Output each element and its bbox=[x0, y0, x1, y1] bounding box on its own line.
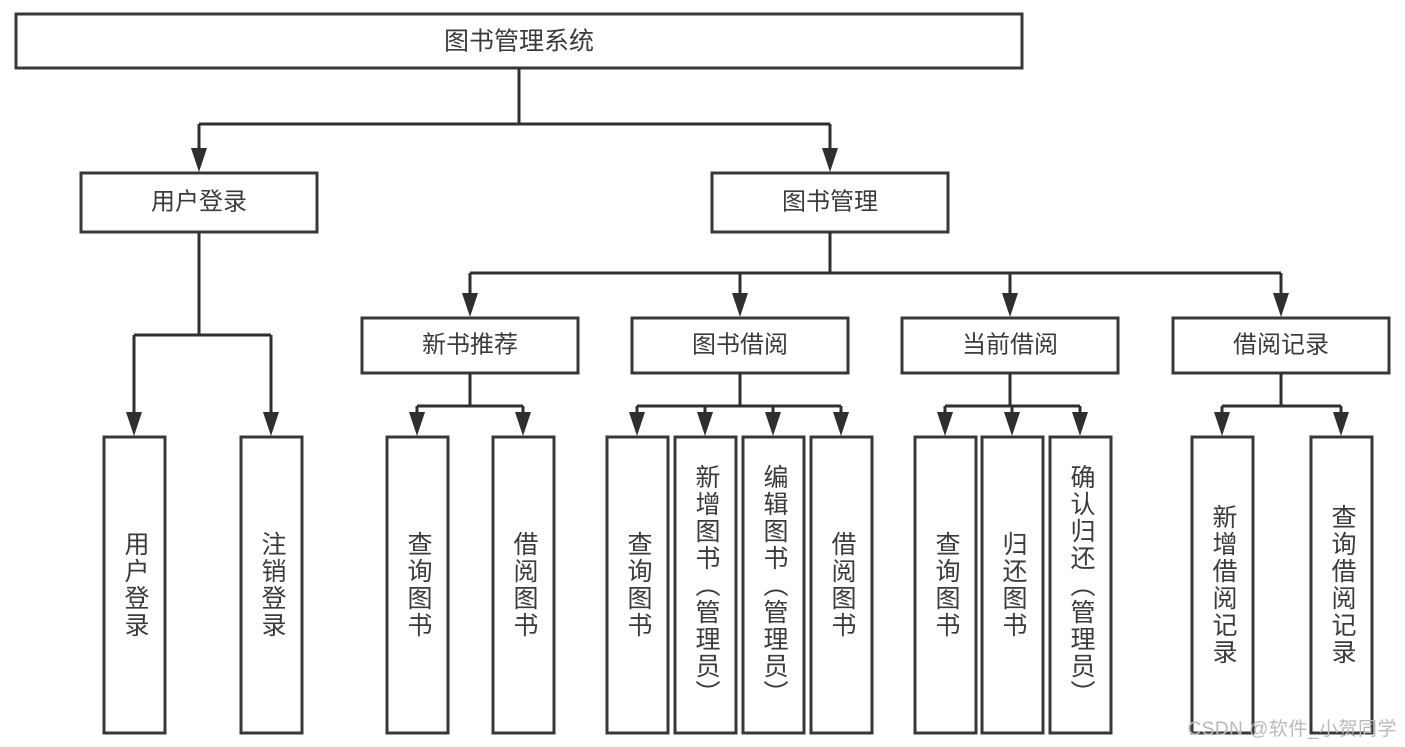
node-borrow-record[interactable]: 借阅记录 bbox=[1171, 316, 1391, 375]
leaf-borrow-book-2-box[interactable] bbox=[809, 435, 874, 735]
arrow-to-new-book-recommend bbox=[462, 293, 478, 317]
arrow-to-leaf-logout-login bbox=[263, 412, 279, 436]
book-borrow-box[interactable] bbox=[630, 316, 850, 375]
node-book-management[interactable]: 图书管理 bbox=[710, 171, 950, 234]
leaf-edit-book-box[interactable] bbox=[741, 435, 806, 735]
leaf-query-record-box[interactable] bbox=[1309, 435, 1374, 735]
book-management-label: 图书管理 bbox=[782, 188, 878, 215]
leaf-user-login-box[interactable] bbox=[102, 435, 167, 735]
arrow-to-leaf-confirm-return bbox=[1072, 412, 1088, 436]
arrow-to-leaf-query-book-2 bbox=[629, 412, 645, 436]
leaf-confirm-return-box[interactable] bbox=[1048, 435, 1113, 735]
arrow-to-leaf-user-login bbox=[126, 412, 142, 436]
arrow-to-book-borrow bbox=[732, 293, 748, 317]
arrow-to-leaf-borrow-book-2 bbox=[833, 412, 849, 436]
arrow-to-leaf-edit-book bbox=[765, 412, 781, 436]
current-borrow-box[interactable] bbox=[900, 316, 1120, 375]
arrow-to-borrow-record bbox=[1273, 293, 1289, 317]
arrow-to-current-borrow bbox=[1002, 293, 1018, 317]
root-box[interactable] bbox=[14, 12, 1024, 70]
root-label: 图书管理系统 bbox=[444, 28, 594, 56]
arrow-to-leaf-return-book bbox=[1004, 412, 1020, 436]
node-root[interactable]: 图书管理系统 bbox=[14, 12, 1024, 70]
node-new-book-recommend[interactable]: 新书推荐 bbox=[360, 316, 580, 375]
leaf-add-book-box[interactable] bbox=[673, 435, 738, 735]
node-book-borrow[interactable]: 图书借阅 bbox=[630, 316, 850, 375]
leaf-borrow-book-1-box[interactable] bbox=[491, 435, 556, 735]
new-book-recommend-label: 新书推荐 bbox=[422, 331, 518, 358]
leaf-query-book-2-box[interactable] bbox=[605, 435, 670, 735]
arrow-to-user-login bbox=[191, 148, 207, 172]
watermark: CSDN @软件_小贺同学 bbox=[1187, 719, 1397, 740]
leaf-query-book-1-box[interactable] bbox=[385, 435, 450, 735]
arrow-to-leaf-add-record bbox=[1214, 412, 1230, 436]
arrow-to-leaf-borrow-book-1 bbox=[515, 412, 531, 436]
user-login-label: 用户登录 bbox=[151, 188, 247, 215]
arrow-to-leaf-query-record bbox=[1333, 412, 1349, 436]
current-borrow-label: 当前借阅 bbox=[962, 331, 1058, 358]
leaf-query-book-3-box[interactable] bbox=[913, 435, 978, 735]
new-book-recommend-box[interactable] bbox=[360, 316, 580, 375]
arrow-to-leaf-query-book-3 bbox=[937, 412, 953, 436]
leaf-logout-login-box[interactable] bbox=[239, 435, 304, 735]
leaf-add-record-box[interactable] bbox=[1190, 435, 1255, 735]
arrow-to-leaf-add-book bbox=[697, 412, 713, 436]
arrow-to-leaf-query-book-1 bbox=[409, 412, 425, 436]
borrow-record-box[interactable] bbox=[1171, 316, 1391, 375]
node-user-login[interactable]: 用户登录 bbox=[79, 171, 319, 234]
node-current-borrow[interactable]: 当前借阅 bbox=[900, 316, 1120, 375]
borrow-record-label: 借阅记录 bbox=[1233, 331, 1329, 358]
leaf-return-book-box[interactable] bbox=[980, 435, 1045, 735]
arrow-to-book-management bbox=[822, 148, 838, 172]
book-management-box[interactable] bbox=[710, 171, 950, 234]
book-borrow-label: 图书借阅 bbox=[692, 331, 788, 358]
